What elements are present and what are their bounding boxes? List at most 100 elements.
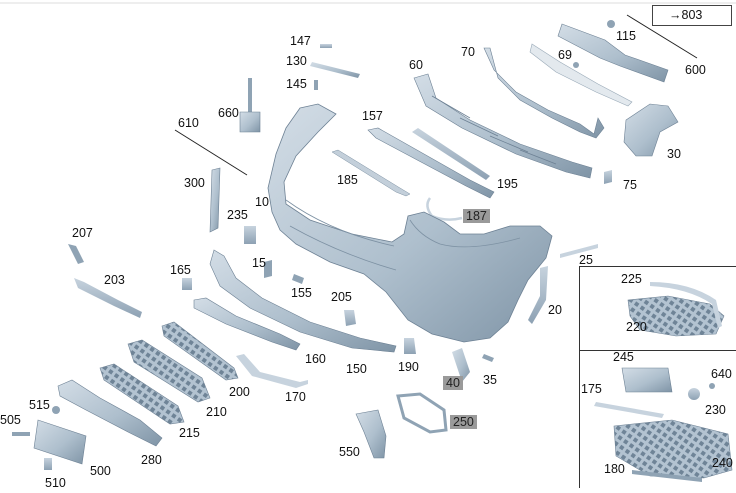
part-157 xyxy=(367,127,495,199)
part-115 xyxy=(557,23,669,83)
callout-215: 215 xyxy=(179,426,200,440)
part-660 xyxy=(239,111,261,133)
callout-210: 210 xyxy=(206,405,227,419)
part-230 xyxy=(688,388,700,400)
callout-510: 510 xyxy=(45,476,66,490)
callout-155: 155 xyxy=(291,286,312,300)
part-10-bumper-cover xyxy=(267,103,553,343)
part-210 xyxy=(127,339,211,403)
callout-160: 160 xyxy=(305,352,326,366)
part-550 xyxy=(355,409,387,459)
callout-187: 187 xyxy=(463,209,490,223)
callout-175: 175 xyxy=(581,382,602,396)
part-225 xyxy=(650,282,722,328)
part-515 xyxy=(52,406,60,414)
part-180 xyxy=(613,419,733,479)
part-20 xyxy=(528,266,548,324)
callout-145: 145 xyxy=(286,77,307,91)
callout-30: 30 xyxy=(667,147,681,161)
part-175 xyxy=(594,402,664,418)
callout-69: 69 xyxy=(558,48,572,62)
part-170 xyxy=(236,354,308,388)
callout-505: 505 xyxy=(0,413,21,427)
callout-235: 235 xyxy=(227,208,248,222)
callout-500: 500 xyxy=(90,464,111,478)
callout-130: 130 xyxy=(286,54,307,68)
part-510 xyxy=(44,458,52,470)
part-245 xyxy=(621,367,673,393)
callout-640: 640 xyxy=(711,367,732,381)
callout-170: 170 xyxy=(285,390,306,404)
part-505 xyxy=(12,432,30,436)
leader-610 xyxy=(174,129,248,176)
callout-550: 550 xyxy=(339,445,360,459)
part-30 xyxy=(623,103,679,157)
part-147 xyxy=(320,44,332,48)
part-235 xyxy=(244,226,256,244)
part-155 xyxy=(292,274,304,284)
callout-230: 230 xyxy=(705,403,726,417)
callout-200: 200 xyxy=(229,385,250,399)
callout-165: 165 xyxy=(170,263,191,277)
callout-610: 610 xyxy=(178,116,199,130)
part-240-strip xyxy=(632,470,702,482)
part-250 xyxy=(396,392,448,434)
callout-25: 25 xyxy=(579,253,593,267)
part-220 xyxy=(627,295,725,337)
part-15 xyxy=(264,260,272,278)
callout-207: 207 xyxy=(72,226,93,240)
callout-75: 75 xyxy=(623,178,637,192)
part-150 xyxy=(209,249,397,353)
callout-150: 150 xyxy=(346,362,367,376)
part-280 xyxy=(57,379,163,447)
callout-250: 250 xyxy=(450,415,477,429)
part-640 xyxy=(709,383,715,389)
callout-225: 225 xyxy=(621,272,642,286)
reference-box: →803 xyxy=(652,5,732,26)
part-160 xyxy=(193,297,301,351)
part-25 xyxy=(560,244,598,258)
callout-40: 40 xyxy=(443,376,463,390)
callout-203: 203 xyxy=(104,273,125,287)
part-195 xyxy=(412,128,490,180)
callout-60: 60 xyxy=(409,58,423,72)
callout-195: 195 xyxy=(497,177,518,191)
callout-280: 280 xyxy=(141,453,162,467)
part-207 xyxy=(68,244,84,264)
callout-205: 205 xyxy=(331,290,352,304)
part-200 xyxy=(161,321,239,381)
callout-190: 190 xyxy=(398,360,419,374)
part-70 xyxy=(483,47,605,139)
part-203 xyxy=(74,278,142,318)
part-115-clip xyxy=(607,20,615,28)
part-500 xyxy=(33,419,87,465)
part-190 xyxy=(404,338,416,354)
callout-15: 15 xyxy=(252,256,266,270)
part-215 xyxy=(99,363,185,425)
callout-20: 20 xyxy=(548,303,562,317)
part-205 xyxy=(344,310,356,326)
callout-600: 600 xyxy=(685,63,706,77)
callout-115: 115 xyxy=(616,29,636,43)
part-40 xyxy=(452,348,470,382)
callout-35: 35 xyxy=(483,373,497,387)
callout-220: 220 xyxy=(626,320,647,334)
inset-divider xyxy=(579,350,736,351)
part-130 xyxy=(310,62,360,78)
callout-157: 157 xyxy=(362,109,383,123)
callout-185: 185 xyxy=(337,173,358,187)
callout-147: 147 xyxy=(290,34,311,48)
part-300 xyxy=(209,167,221,233)
part-660-rod xyxy=(248,78,252,116)
callout-240: 240 xyxy=(712,456,733,470)
callout-10: 10 xyxy=(255,195,269,209)
part-145 xyxy=(314,80,318,90)
callout-180: 180 xyxy=(604,462,625,476)
part-185 xyxy=(331,149,411,197)
part-35 xyxy=(482,354,494,362)
callout-70: 70 xyxy=(461,45,475,59)
detail-inset-panel xyxy=(579,266,736,488)
callout-245: 245 xyxy=(613,350,634,364)
